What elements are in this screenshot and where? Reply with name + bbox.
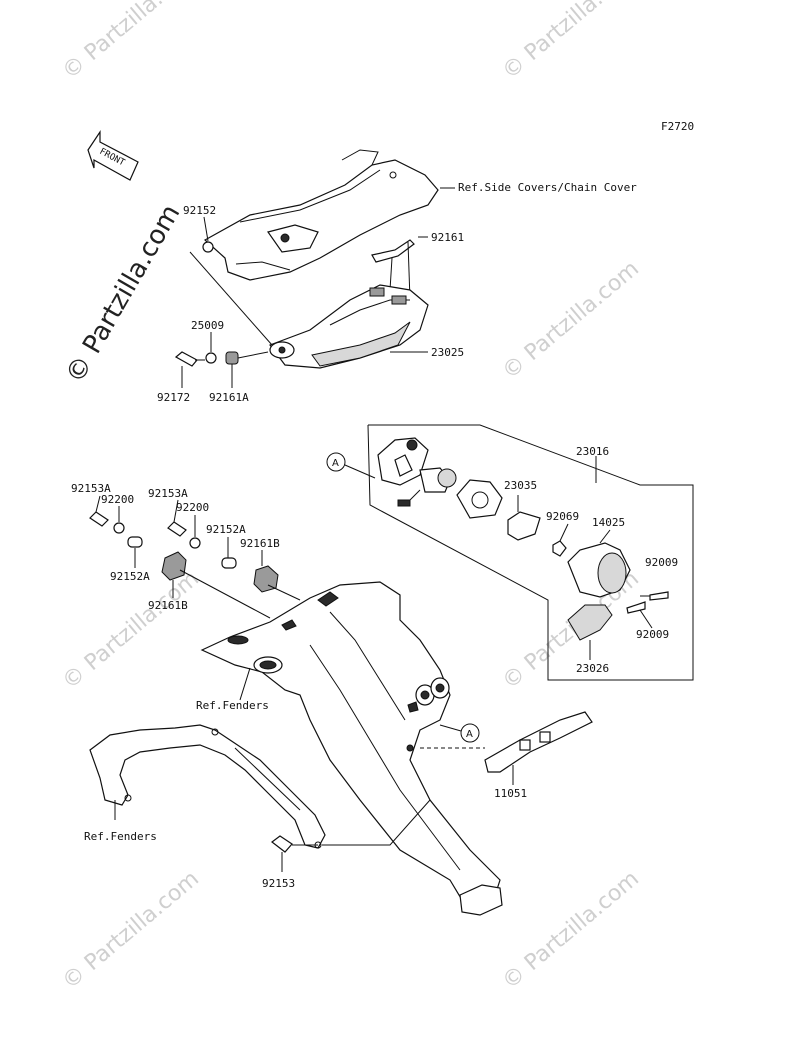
part-label: 92161 [431, 231, 464, 244]
part-label: 92152A [206, 523, 246, 536]
svg-text:A: A [466, 729, 473, 740]
part-label: 92200 [101, 493, 134, 506]
reference-labels: Ref.Side Covers/Chain Cover Ref.Fenders … [84, 181, 637, 843]
watermark: © Partzilla.com [58, 866, 204, 994]
screw-92153A-a [89, 511, 109, 527]
part-number-labels: 92152 92161 25009 23025 92172 92161A 230… [71, 204, 678, 890]
callout-a-top: A [326, 452, 376, 479]
bracket-92161 [371, 239, 415, 301]
screw-92172 [174, 351, 198, 367]
part-label: 25009 [191, 319, 224, 332]
part-label: 92069 [546, 510, 579, 523]
washer-25009 [205, 352, 217, 364]
watermark: © Partzilla.com [498, 256, 644, 384]
grommet-92161B-b [253, 565, 279, 593]
part-label: 23026 [576, 662, 609, 675]
washer-92200-b [189, 537, 201, 549]
part-label: 92161A [209, 391, 249, 404]
ref-label-side-covers: Ref.Side Covers/Chain Cover [458, 181, 637, 194]
tail-light-23025 [269, 284, 429, 369]
part-92009-a [649, 591, 669, 601]
callout-a-bottom: A [439, 723, 480, 743]
rear-fender-bracket [200, 581, 503, 916]
washer-92200-a [113, 522, 125, 534]
lamp-parts [507, 495, 669, 660]
part-label: 23016 [576, 445, 609, 458]
grommet-92152 [202, 241, 214, 253]
screw-92153A-b [167, 521, 187, 537]
part-23035 [507, 511, 541, 541]
part-label: 92161B [240, 537, 280, 550]
part-label: 92153A [148, 487, 188, 500]
part-label: 92161B [148, 599, 188, 612]
part-label: 92200 [176, 501, 209, 514]
collar-92152A-b [221, 557, 237, 569]
watermark: © Partzilla.com [498, 866, 644, 994]
part-label: 92153 [262, 877, 295, 890]
fender-stay [89, 724, 431, 849]
svg-text:A: A [332, 458, 339, 469]
part-label: 92009 [636, 628, 669, 641]
front-arrow-icon: FRONT [87, 130, 139, 181]
socket-parts [377, 437, 503, 519]
part-92009-b [626, 601, 646, 614]
part-label: 92152A [110, 570, 150, 583]
hardware-left [89, 495, 301, 619]
part-label: 92009 [645, 556, 678, 569]
leader-lines-upper [181, 187, 455, 388]
part-label: 14025 [592, 516, 625, 529]
ref-label-fenders-lower: Ref.Fenders [84, 830, 157, 843]
bolt-92153 [271, 835, 318, 872]
nut-92161A [225, 351, 239, 365]
part-23026 [567, 604, 613, 641]
watermark: © Partzilla.com [58, 566, 204, 694]
collar-92152A-a [127, 536, 143, 548]
part-label: 23035 [504, 479, 537, 492]
watermark-main: © Partzilla.com [60, 200, 186, 389]
grommet-92161B-a [161, 551, 187, 581]
watermark: © Partzilla.com [498, 0, 644, 85]
tail-cowl-part [203, 149, 439, 281]
watermark: © Partzilla.com [58, 0, 204, 85]
part-label: 11051 [494, 787, 527, 800]
part-label: 92172 [157, 391, 190, 404]
figure-code: F2720 [661, 120, 694, 133]
part-label: 92153A [71, 482, 111, 495]
part-label: 23025 [431, 346, 464, 359]
license-bracket-11051 [420, 711, 593, 785]
assembly-box-23016 [367, 424, 694, 681]
ref-label-fenders-upper: Ref.Fenders [196, 699, 269, 712]
part-92069 [552, 540, 567, 557]
part-label: 92152 [183, 204, 216, 217]
